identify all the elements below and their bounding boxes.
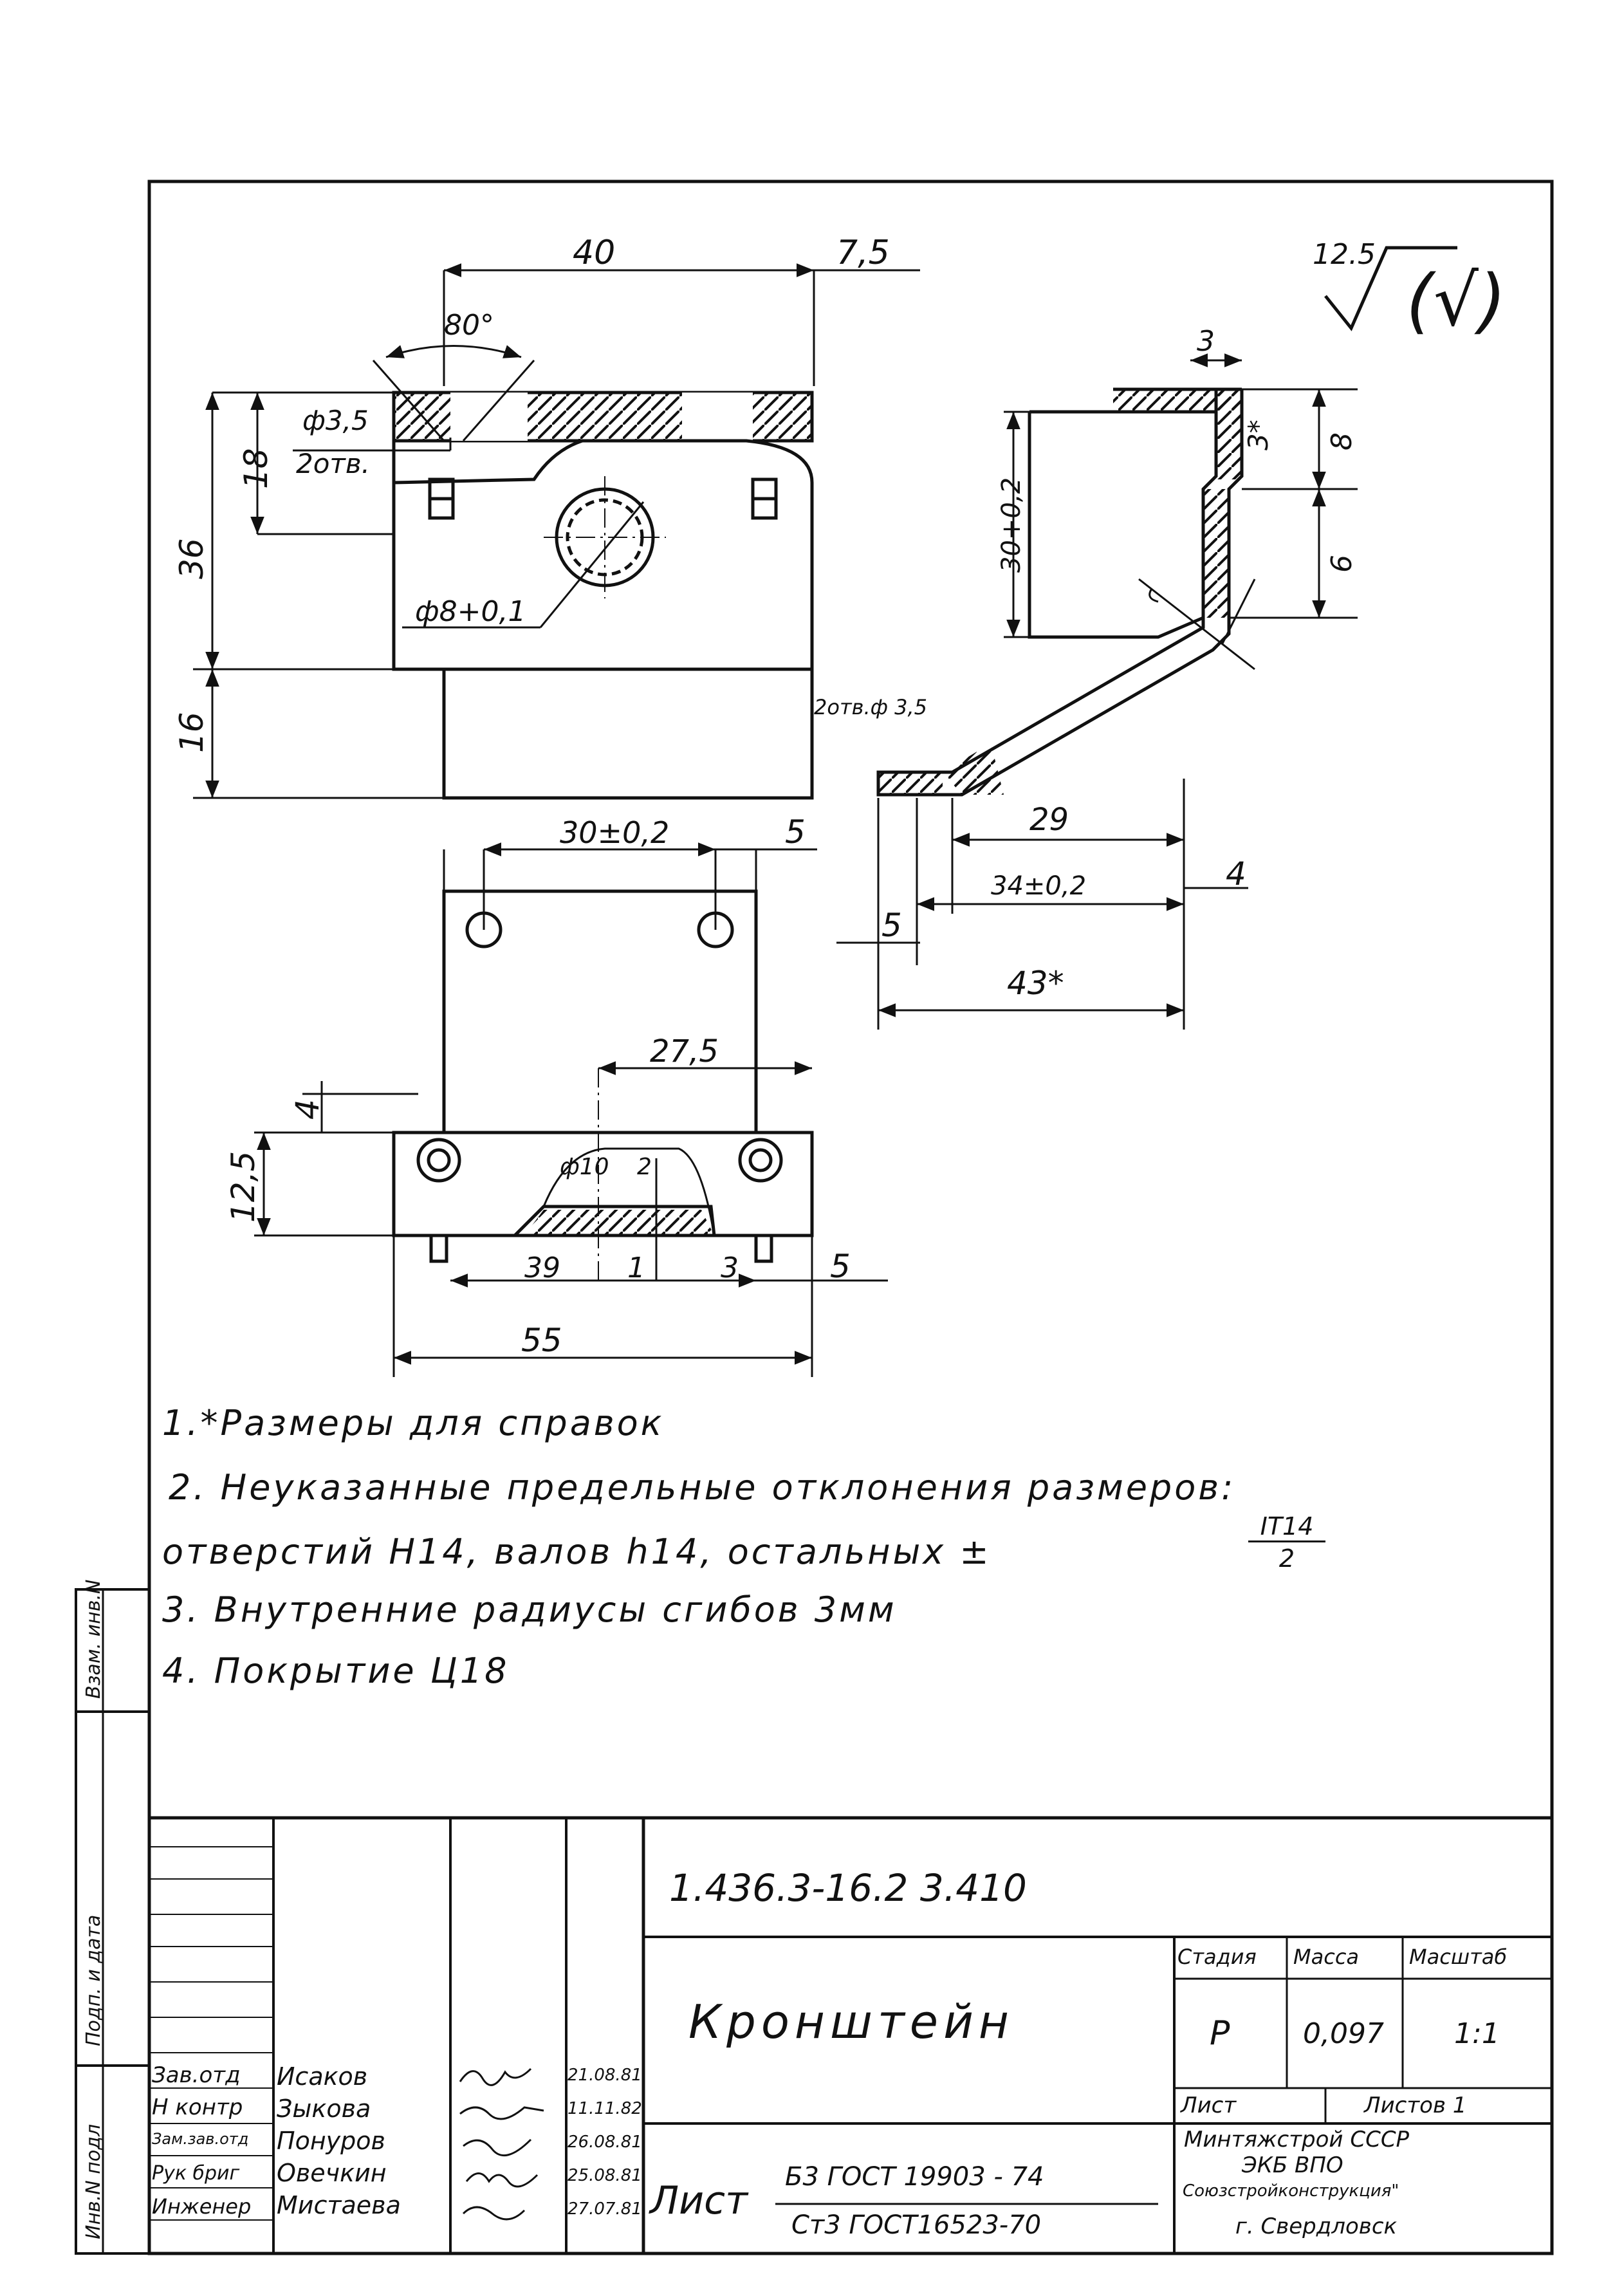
top-view-dims: 30±0,2 5 27,5 4 12,5 ф10 2 39 1 3 5 55 — [225, 813, 851, 1359]
stage-value: Р — [1210, 2014, 1230, 2053]
org-line-2: ЭКБ ВПО — [1242, 2152, 1343, 2178]
sheets-label: Листов 1 — [1364, 2093, 1467, 2118]
scale-header: Масштаб — [1409, 1945, 1508, 1969]
svg-text:5: 5 — [830, 1248, 851, 1285]
svg-text:6: 6 — [1325, 555, 1358, 573]
svg-text:8: 8 — [1325, 432, 1358, 450]
side-view — [836, 353, 1358, 1030]
role-5: Инженер — [152, 2194, 252, 2219]
svg-text:16: 16 — [173, 712, 210, 753]
side-label-vzam: Взам. инв.N — [82, 1579, 105, 1699]
svg-text:ф10: ф10 — [560, 1154, 609, 1180]
svg-text:80°: 80° — [444, 309, 494, 342]
material-numerator: Б3 ГОСТ 19903 - 74 — [785, 2162, 1044, 2192]
svg-text:3: 3 — [1197, 325, 1215, 358]
mass-value: 0,097 — [1303, 2017, 1384, 2050]
side-label-podp: Подп. и дата — [82, 1914, 105, 2046]
svg-text:3: 3 — [721, 1252, 739, 1284]
role-3: Зам.зав.отд — [152, 2130, 249, 2148]
svg-text:55: 55 — [521, 1322, 562, 1359]
title-block-grid — [149, 1818, 1552, 2253]
roughness-general: (√) — [1406, 259, 1506, 342]
top-view — [254, 842, 888, 1377]
note-2: 2. Неуказанные предельные отклонения раз… — [169, 1467, 1236, 1508]
role-2: Н контр — [152, 2095, 243, 2120]
date-3: 26.08.81 — [567, 2132, 642, 2152]
stage-header: Стадия — [1177, 1945, 1257, 1969]
svg-text:ф8+0,1: ф8+0,1 — [415, 595, 526, 628]
note-2-fraction-num: IT14 — [1248, 1512, 1325, 1542]
person-4: Овечкин — [277, 2159, 387, 2187]
svg-text:5: 5 — [785, 813, 806, 851]
svg-text:34±0,2: 34±0,2 — [991, 871, 1086, 901]
date-2: 11.11.82 — [567, 2099, 642, 2118]
part-name: Кронштейн — [688, 1995, 1014, 2049]
svg-text:ф3,5: ф3,5 — [302, 405, 369, 436]
svg-text:30±0,2: 30±0,2 — [560, 815, 669, 850]
svg-text:36: 36 — [173, 538, 210, 579]
note-3: 3. Внутренние радиусы сгибов 3мм — [162, 1589, 897, 1630]
date-4: 25.08.81 — [567, 2166, 642, 2185]
side-label-inv: Инв.N подл — [82, 2123, 105, 2239]
svg-text:30+0,2: 30+0,2 — [997, 477, 1026, 573]
date-1: 21.08.81 — [567, 2066, 642, 2085]
front-view — [193, 263, 920, 800]
svg-text:12,5: 12,5 — [225, 1151, 262, 1223]
roughness-value: 12.5 — [1313, 238, 1376, 271]
svg-text:4: 4 — [289, 1099, 326, 1120]
role-4: Рук бриг — [152, 2162, 240, 2185]
svg-text:5: 5 — [881, 907, 902, 944]
scale-value: 1:1 — [1454, 2017, 1500, 2050]
material-denominator: Ст3 ГОСТ16523-70 — [791, 2210, 1042, 2240]
person-5: Мистаева — [277, 2191, 401, 2219]
note-4: 4. Покрытие Ц18 — [162, 1651, 510, 1691]
svg-text:2отв.: 2отв. — [296, 448, 370, 479]
front-view-dims: 40 7,5 80° ф3,5 2отв. ф8+0,1 18 36 16 — [173, 234, 890, 753]
note-1: 1.*Размеры для справок — [162, 1403, 665, 1443]
side-view-dims: 3 3* 8 6 30+0,2 2отв.ф 3,5 29 34±0,2 4 5… — [814, 325, 1358, 1002]
person-1: Исаков — [277, 2062, 368, 2091]
svg-text:40: 40 — [573, 234, 615, 272]
svg-text:27,5: 27,5 — [650, 1033, 719, 1069]
date-5: 27.07.81 — [567, 2199, 642, 2219]
svg-text:7,5: 7,5 — [836, 234, 890, 272]
sheet-label: Лист — [1181, 2093, 1237, 2118]
svg-text:2отв.ф 3,5: 2отв.ф 3,5 — [814, 695, 927, 719]
org-line-4: г. Свердловск — [1235, 2214, 1398, 2239]
svg-text:43*: 43* — [1007, 965, 1064, 1002]
svg-text:3*: 3* — [1242, 420, 1274, 450]
person-2: Зыкова — [277, 2095, 371, 2123]
person-3: Понуров — [277, 2127, 385, 2155]
note-2-fraction-den: 2 — [1278, 1544, 1295, 1573]
svg-text:29: 29 — [1029, 802, 1069, 838]
role-1: Зав.отд — [152, 2062, 241, 2088]
material-label: Лист — [650, 2178, 748, 2223]
svg-text:1: 1 — [627, 1252, 645, 1284]
signatures — [459, 2068, 544, 2221]
sheet-frame — [75, 180, 1554, 2255]
org-line-3: Союзстройконструкция" — [1183, 2181, 1399, 2201]
svg-text:39: 39 — [524, 1252, 560, 1284]
note-2-cont: отверстий H14, валов h14, остальных ± — [162, 1531, 992, 1572]
svg-text:2: 2 — [637, 1154, 652, 1180]
svg-text:4: 4 — [1226, 855, 1246, 893]
mass-header: Масса — [1293, 1945, 1360, 1969]
drawing-code: 1.436.3-16.2 3.410 — [669, 1866, 1027, 1910]
roughness-symbol: 12.5 (√) — [1313, 238, 1506, 342]
org-line-1: Минтяжстрой СССР — [1184, 2127, 1410, 2152]
svg-text:18: 18 — [237, 448, 275, 489]
